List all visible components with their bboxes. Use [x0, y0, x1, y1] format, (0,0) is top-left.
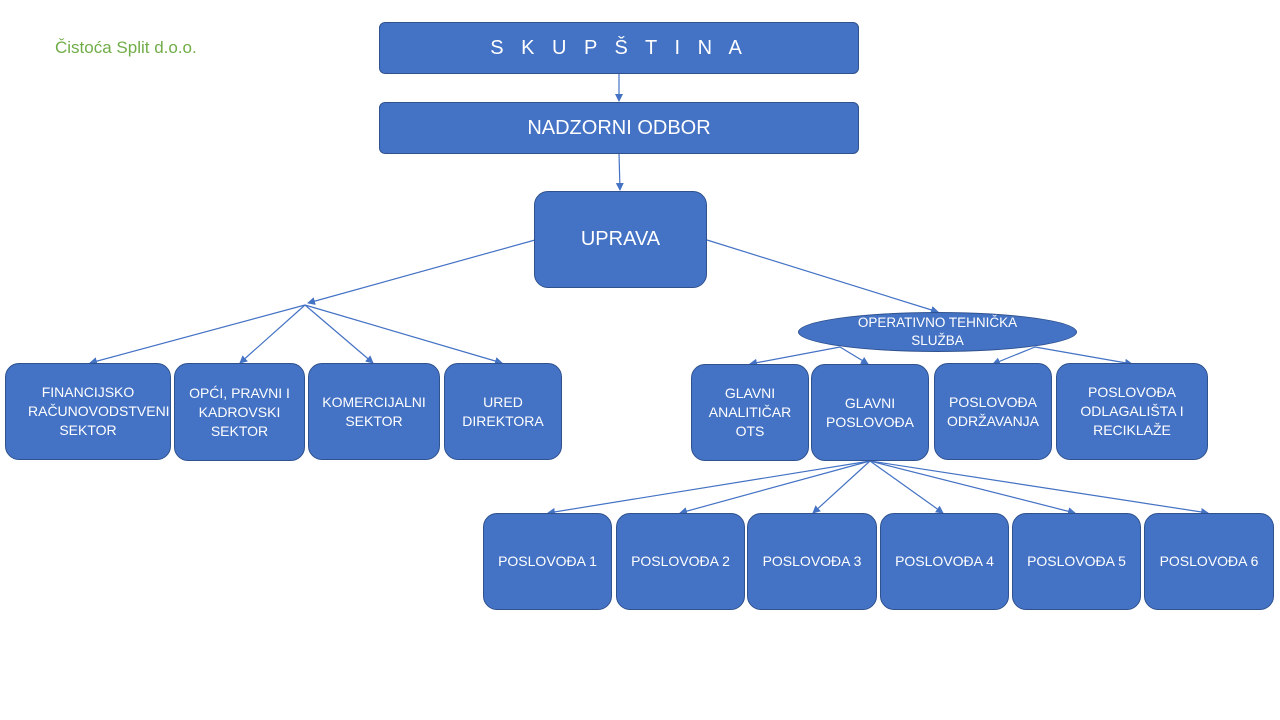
connector-ots-odrzavanja [992, 346, 1036, 366]
node-label: POSLOVOĐA 4 [895, 553, 994, 569]
node-label: OPĆI, PRAVNI I KADROVSKI SEKTOR [189, 384, 290, 439]
node-komercijalni-sektor: KOMERCIJALNI SEKTOR [308, 363, 440, 460]
node-poslovoda-6: POSLOVOĐA 6 [1144, 513, 1274, 610]
node-opci-pravni-kadrovski-sektor: OPĆI, PRAVNI I KADROVSKI SEKTOR [174, 363, 305, 461]
node-poslovoda-2: POSLOVOĐA 2 [616, 513, 745, 610]
node-operativno-tehnicka-sluzba: OPERATIVNO TEHNIČKA SLUŽBA [798, 312, 1077, 352]
connector-nadzorni-uprava [615, 152, 624, 191]
connector-uprava-operativno [706, 239, 939, 314]
node-label: UPRAVA [580, 228, 661, 250]
node-label: FINANCIJSKO RAČUNOVODSTVENI SEKTOR [28, 384, 170, 438]
node-glavni-poslovoda: GLAVNI POSLOVOĐA [811, 364, 929, 461]
node-label: GLAVNI ANALITIČAR OTS [708, 385, 792, 439]
node-skupstina: S K U P Š T I N A [379, 22, 859, 74]
connector-glavni-p1 [547, 460, 871, 516]
node-poslovoda-1: POSLOVOĐA 1 [483, 513, 612, 610]
node-label: POSLOVOĐA 2 [631, 553, 730, 569]
node-nadzorni-odbor: NADZORNI ODBOR [379, 102, 859, 154]
node-poslovoda-odlagalista-reciklaze: POSLOVOĐA ODLAGALIŠTA I RECIKLAŽE [1056, 363, 1208, 460]
connector-ots-odlagalista [1034, 346, 1133, 367]
node-label: POSLOVOĐA 5 [1027, 553, 1126, 569]
node-glavni-analiticar-ots: GLAVNI ANALITIČAR OTS [691, 364, 809, 461]
node-poslovoda-odrzavanja: POSLOVOĐA ODRŽAVANJA [934, 363, 1052, 460]
node-label: POSLOVOĐA ODRŽAVANJA [946, 393, 1040, 429]
node-label: POSLOVOĐA 6 [1159, 553, 1259, 569]
node-poslovoda-5: POSLOVOĐA 5 [1012, 513, 1141, 610]
node-ured-direktora: URED DIREKTORA [444, 363, 562, 460]
node-label: URED DIREKTORA [462, 393, 544, 429]
connector-glavni-p5 [869, 460, 1076, 516]
node-poslovoda-3: POSLOVOĐA 3 [747, 513, 877, 610]
connector-glavni-p4 [869, 460, 944, 514]
connector-uprava-left-hub [307, 239, 536, 305]
connector-ots-analiticar [749, 346, 841, 367]
node-label: POSLOVOĐA 1 [498, 553, 597, 569]
connector-glavni-p3 [812, 460, 871, 514]
node-financijsko-racunovodstveni-sektor: FINANCIJSKO RAČUNOVODSTVENI SEKTOR [5, 363, 171, 460]
connector-glavni-p6 [869, 460, 1209, 516]
connector-hub-opci [239, 304, 306, 364]
connector-glavni-p2 [679, 460, 871, 516]
connector-hub-ured [304, 304, 503, 365]
node-uprava: UPRAVA [534, 191, 707, 288]
connector-hub-komercijalni [304, 304, 374, 364]
node-label: OPERATIVNO TEHNIČKA SLUŽBA [857, 315, 1018, 348]
node-label: POSLOVOĐA 3 [762, 553, 862, 569]
node-label: POSLOVOĐA ODLAGALIŠTA I RECIKLAŽE [1080, 384, 1184, 438]
connector-ots-glavni [839, 346, 869, 365]
node-poslovoda-4: POSLOVOĐA 4 [880, 513, 1009, 610]
company-name: Čistoća Split d.o.o. [55, 38, 197, 57]
node-label: NADZORNI ODBOR [527, 116, 711, 139]
node-label: KOMERCIJALNI SEKTOR [322, 393, 426, 429]
node-label: S K U P Š T I N A [490, 36, 748, 59]
node-label: GLAVNI POSLOVOĐA [826, 394, 914, 430]
connector-hub-financijsko [89, 304, 306, 366]
